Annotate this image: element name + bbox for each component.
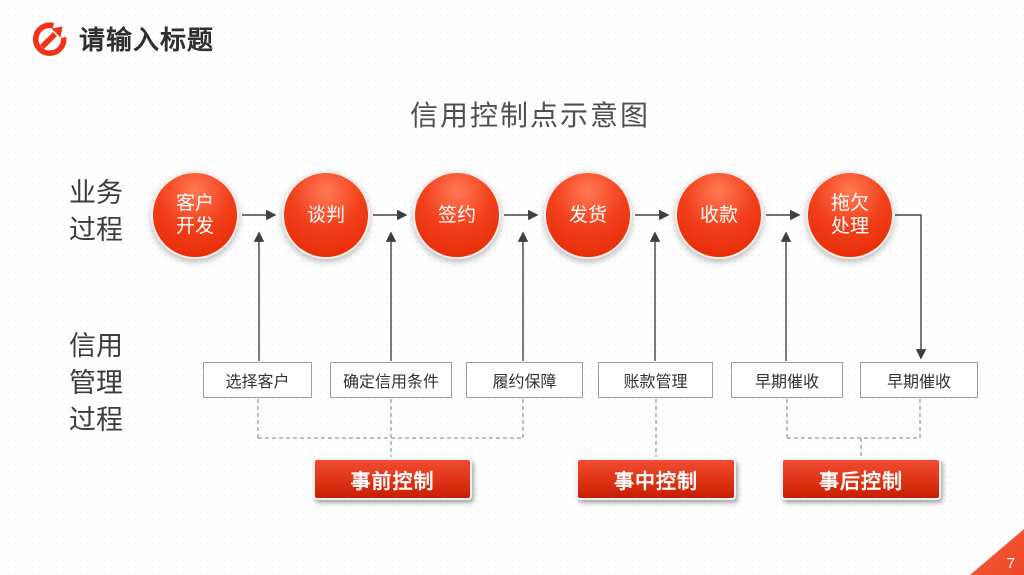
row-label-business-process: 业务 过程 <box>69 178 123 245</box>
control-button-pre-control: 事前控制 <box>313 458 472 500</box>
process-circle-collection: 收款 <box>675 171 763 259</box>
slide-header: 请输入标题 <box>28 16 214 60</box>
process-circle-negotiation: 谈判 <box>282 171 370 259</box>
management-box-select-customer: 选择客户 <box>203 362 312 398</box>
process-circle-customer-development: 客户 开发 <box>151 171 239 259</box>
diagram-title: 信用控制点示意图 <box>409 100 650 131</box>
management-box-early-collection-1: 早期催收 <box>731 362 843 398</box>
page-corner-triangle: 7 <box>970 529 1024 575</box>
slide-title: 请输入标题 <box>79 24 215 55</box>
page-number: 7 <box>1006 555 1015 572</box>
process-circle-signing: 签约 <box>413 171 501 259</box>
circular-arrow-icon <box>32 22 67 56</box>
management-box-account-management: 账款管理 <box>598 362 713 398</box>
row-label-credit-process: 信用 管理 过程 <box>69 331 123 435</box>
management-box-credit-terms: 确定信用条件 <box>330 362 452 398</box>
control-button-mid-control: 事中控制 <box>576 458 736 500</box>
process-circle-overdue-handling: 拖欠 处理 <box>806 171 894 259</box>
control-button-post-control: 事后控制 <box>781 458 941 500</box>
management-box-performance-guarantee: 履约保障 <box>466 362 583 398</box>
management-box-early-collection-2: 早期催收 <box>860 362 978 398</box>
process-circle-shipping: 发货 <box>544 171 632 259</box>
